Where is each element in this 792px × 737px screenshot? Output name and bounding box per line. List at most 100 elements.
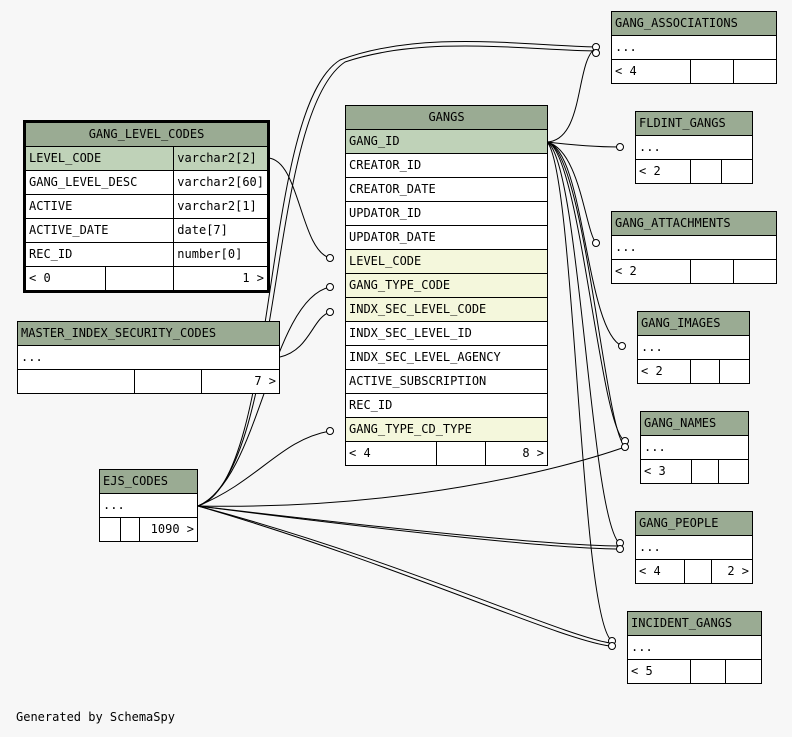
column-name: LEVEL_CODE <box>345 249 548 274</box>
table-title: GANGS <box>345 105 548 130</box>
child-count: 8 > <box>485 441 548 466</box>
footer-spacer <box>134 369 202 394</box>
rel-ejs-names <box>197 446 626 507</box>
rel-gangid-names-2 <box>546 141 626 447</box>
rel-circle-names2 <box>621 443 629 451</box>
table-fldint-gangs[interactable]: FLDINT_GANGS ... < 2 <box>635 111 753 184</box>
rel-ejs-people-2 <box>197 505 621 550</box>
table-gang-attachments[interactable]: GANG_ATTACHMENTS ... < 2 <box>611 211 777 284</box>
footer-spacer <box>690 259 734 284</box>
column-name: LEVEL_CODE <box>23 146 175 171</box>
column-name: ACTIVE_DATE <box>23 218 175 243</box>
parent-count: < 2 <box>637 359 691 384</box>
column-name: REC_ID <box>345 393 548 418</box>
columns-ellipsis: ... <box>17 345 280 370</box>
rel-ejs-incident-2 <box>197 505 611 647</box>
parent-count: < 3 <box>640 459 692 484</box>
column-type: varchar2[1] <box>173 194 269 219</box>
rel-level-code <box>267 157 331 259</box>
child-count <box>733 259 777 284</box>
table-title: INCIDENT_GANGS <box>627 611 762 636</box>
columns-ellipsis: ... <box>637 335 750 360</box>
columns-ellipsis: ... <box>635 135 753 160</box>
rel-ejs-gang-type-cd <box>197 430 331 507</box>
rel-gangid-incident <box>546 141 613 642</box>
column-name: INDX_SEC_LEVEL_ID <box>345 321 548 346</box>
rel-ejs-gang-type <box>197 286 331 507</box>
table-title: MASTER_INDEX_SECURITY_CODES <box>17 321 280 346</box>
child-count <box>719 359 750 384</box>
footer-spacer <box>690 59 734 84</box>
footer-spacer <box>120 517 140 542</box>
footer-spacer <box>105 266 175 292</box>
footer-spacer <box>436 441 486 466</box>
columns-ellipsis: ... <box>635 535 753 560</box>
table-title: EJS_CODES <box>99 469 198 494</box>
column-name: CREATOR_ID <box>345 153 548 178</box>
rel-circle-typecd <box>326 427 334 435</box>
generated-by-label: Generated by SchemaSpy <box>16 710 175 724</box>
table-gang-people[interactable]: GANG_PEOPLE ... < 4 2 > <box>635 511 753 584</box>
rel-ejs-assoc-2 <box>197 45 597 507</box>
column-name: GANG_ID <box>345 129 548 154</box>
rel-circle-people2 <box>616 545 624 553</box>
table-title: GANG_ATTACHMENTS <box>611 211 777 236</box>
rel-gangid-images <box>546 141 623 347</box>
child-count <box>725 659 762 684</box>
column-name: ACTIVE_SUBSCRIPTION <box>345 369 548 394</box>
footer-spacer <box>690 659 726 684</box>
column-name: GANG_TYPE_CODE <box>345 273 548 298</box>
column-name: ACTIVE <box>23 194 175 219</box>
column-type: number[0] <box>173 242 269 267</box>
column-name: REC_ID <box>23 242 175 267</box>
child-count <box>721 159 753 184</box>
parent-count: < 4 <box>611 59 691 84</box>
child-count: 7 > <box>201 369 280 394</box>
table-gang-images[interactable]: GANG_IMAGES ... < 2 <box>637 311 750 384</box>
footer-spacer <box>690 359 720 384</box>
column-name: INDX_SEC_LEVEL_AGENCY <box>345 345 548 370</box>
rel-circle-indx <box>326 308 334 316</box>
columns-ellipsis: ... <box>99 493 198 518</box>
child-count <box>718 459 749 484</box>
column-type: varchar2[2] <box>173 146 269 171</box>
rel-circle-type <box>326 283 334 291</box>
rel-ejs-incident-1 <box>197 505 611 644</box>
rel-circle-attach <box>592 239 600 247</box>
table-gang-associations[interactable]: GANG_ASSOCIATIONS ... < 4 <box>611 11 777 84</box>
rel-indx-sec <box>279 311 331 358</box>
parent-count <box>17 369 135 394</box>
column-name: UPDATOR_ID <box>345 201 548 226</box>
rel-gangid-attach <box>546 141 597 244</box>
column-name: CREATOR_DATE <box>345 177 548 202</box>
table-ejs-codes[interactable]: EJS_CODES ... 1090 > <box>99 469 198 542</box>
column-name: GANG_TYPE_CD_TYPE <box>345 417 548 442</box>
footer-spacer <box>690 159 722 184</box>
parent-count: < 4 <box>345 441 437 466</box>
table-master-index-security-codes[interactable]: MASTER_INDEX_SECURITY_CODES ... 7 > <box>17 321 280 394</box>
parent-count <box>99 517 121 542</box>
columns-ellipsis: ... <box>611 35 777 60</box>
column-name: UPDATOR_DATE <box>345 225 548 250</box>
rel-ejs-assoc-1 <box>197 40 597 507</box>
child-count: 2 > <box>711 559 753 584</box>
child-count: 1 > <box>173 266 269 292</box>
columns-ellipsis: ... <box>611 235 777 260</box>
table-title: GANG_LEVEL_CODES <box>24 121 269 147</box>
table-gangs[interactable]: GANGS GANG_ID CREATOR_ID CREATOR_DATE UP… <box>345 105 548 466</box>
table-incident-gangs[interactable]: INCIDENT_GANGS ... < 5 <box>627 611 762 684</box>
rel-circle-level <box>326 254 334 262</box>
columns-ellipsis: ... <box>627 635 762 660</box>
child-count <box>733 59 777 84</box>
table-title: GANG_NAMES <box>640 411 749 436</box>
parent-count: < 4 <box>635 559 685 584</box>
column-name: GANG_LEVEL_DESC <box>23 170 175 195</box>
table-gang-names[interactable]: GANG_NAMES ... < 3 <box>640 411 749 484</box>
footer-spacer <box>691 459 719 484</box>
column-type: varchar2[60] <box>173 170 269 195</box>
table-title: GANG_PEOPLE <box>635 511 753 536</box>
parent-count: < 5 <box>627 659 691 684</box>
rel-ejs-people-1 <box>197 505 621 547</box>
